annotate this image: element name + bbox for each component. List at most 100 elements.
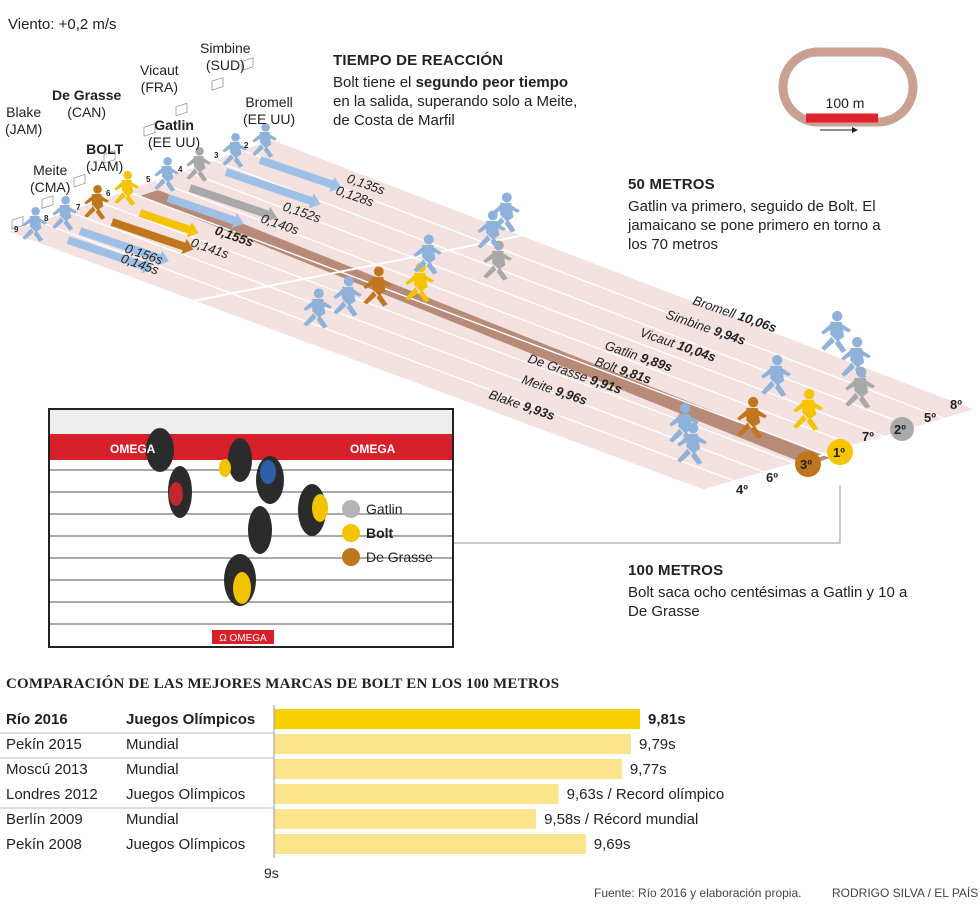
bar [274,809,537,829]
athlete-name-label: Gatlin(EE UU) [148,117,200,151]
fifty-meter-line [187,223,581,303]
fifty-body: Gatlin va primero, seguido de Bolt. El j… [628,198,881,253]
first-place-circle [827,439,853,465]
bib-number: 5 [146,175,151,184]
finish-runner [841,336,871,379]
start-runner [22,207,47,242]
bar-event-label: Juegos Olímpicos [126,786,245,803]
bar-event-label: Mundial [126,761,179,778]
mid-race-runner [333,276,362,317]
bar [274,734,631,754]
athlete-country: (CAN) [67,104,107,120]
reaction-arrow [138,209,199,238]
bar-value-label: 9,58s / Récord mundial [544,811,698,828]
hundred-title: 100 METROS [628,562,724,579]
mid-race-runner [413,234,442,275]
start-runner [222,133,247,168]
starting-block [73,173,86,188]
lane-lines [38,149,946,482]
reaction-arrow [188,184,278,222]
bar [274,709,640,729]
bar-value-label: 9,79s [639,736,676,753]
bar-place-label: Londres 2012 [6,786,98,803]
athlete-name-label: BOLT(JAM) [86,141,123,175]
start-runner [114,171,139,206]
photo-finish-image: Ω OMEGA OMEGA OMEGA [50,410,452,644]
athlete-name: De Grasse [52,87,122,103]
mid-race-runner [303,288,332,329]
starting-block [103,150,116,164]
place-label: 3º [800,457,812,472]
finish-runner [761,354,791,397]
place-label: 6º [766,470,778,485]
athlete-name-label: Bromell(EE UU) [243,94,295,128]
bar-value-label: 9,69s [594,836,631,853]
bar-place-label: Pekín 2008 [6,836,82,853]
mini-track-diagram: 100 m [778,47,918,133]
wind-reading: Viento: +0,2 m/s [8,16,117,33]
legend-label: Bolt [366,524,394,541]
legend-dot [342,524,360,542]
photo-legend-item: Gatlin [342,500,433,518]
place-label: 4º [736,482,748,497]
bar-event-label: Mundial [126,736,179,753]
photo-legend-item: De Grasse [342,548,433,566]
reaction-note: TIEMPO DE REACCIÓN Bolt tiene el segundo… [333,52,583,130]
legend-dot [342,500,360,518]
athlete-country: (SUD) [205,57,245,73]
reaction-arrow [224,168,321,209]
finish-runner [821,310,851,353]
place-label: 8º [950,397,962,412]
start-runner [154,157,179,192]
bar [274,759,622,779]
mini-track-label: 100 m [826,95,865,111]
reaction-arrow [166,194,244,229]
legend-label: De Grasse [366,548,433,565]
third-place-circle [795,451,821,477]
chart-title: COMPARACIÓN DE LAS MEJORES MARCAS DE BOL… [6,676,560,692]
bar-value-label: 9,77s [630,761,667,778]
hundred-note: 100 METROS Bolt saca ocho centésimas a G… [628,562,913,621]
start-runner [186,147,211,182]
place-label: 2º [894,422,906,437]
bib-number: 9 [14,225,19,234]
athlete-name: Vicaut [140,62,179,78]
place-label: 5º [924,410,936,425]
bib-number: 3 [214,151,219,160]
bar [274,784,559,804]
bar-place-label: Río 2016 [6,711,68,728]
athlete-name: Blake [6,104,42,120]
athlete-name: Gatlin [154,117,194,133]
mid-runners [303,192,520,329]
source-text: Fuente: Río 2016 y elaboración propia. [594,886,802,900]
athlete-country: (JAM) [5,121,43,137]
start-runner [252,123,277,158]
bib-number: 7 [76,203,81,212]
photo-bottom-banner: Ω OMEGA [219,633,267,644]
photo-legend-item: Bolt [342,524,433,542]
bar-event-label: Mundial [126,811,179,828]
bar-value-label: 9,81s [648,711,686,728]
starting-block [41,195,54,209]
reaction-title: TIEMPO DE REACCIÓN [333,52,504,69]
reaction-body-text-2: en la salida, superando solo a Meite, de… [333,93,578,129]
start-runner [52,196,77,231]
reaction-arrow [110,218,194,255]
athlete-name: BOLT [86,141,124,157]
reaction-arrow [78,227,169,266]
reaction-body-bold: segundo peor tiempo [415,74,569,91]
mid-race-runner [483,240,512,281]
second-place-circle [890,417,914,441]
athlete-name: Bromell [245,94,293,110]
finish-runner [793,388,823,431]
legend-label: Gatlin [366,500,403,517]
finish-runner [737,396,767,439]
athlete-country: (FRA) [140,79,178,95]
athlete-name-label: Blake(JAM) [5,104,42,138]
